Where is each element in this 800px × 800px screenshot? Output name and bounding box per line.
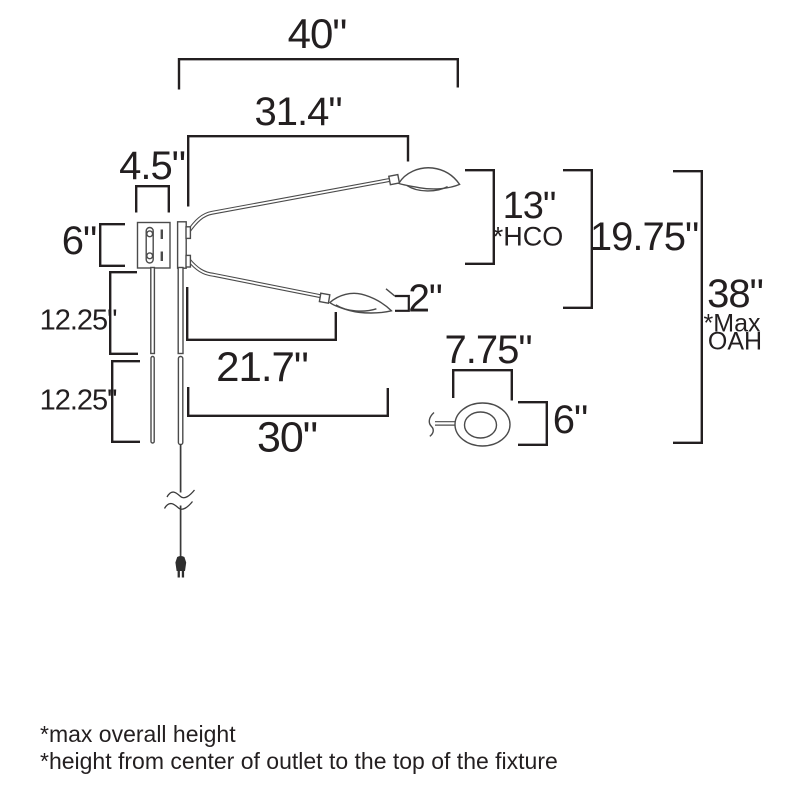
upper-shade bbox=[387, 167, 461, 192]
dim-upper-arm-extension: 31.4" bbox=[254, 90, 342, 134]
dim-height-center-outlet: 13" bbox=[502, 185, 557, 227]
bracket-hco-13 bbox=[465, 169, 495, 265]
dim-overall-width: 40" bbox=[287, 10, 348, 57]
canopy-hook bbox=[428, 411, 435, 437]
down-rod-front bbox=[150, 266, 156, 444]
tick-shade-depth-2 bbox=[395, 294, 410, 312]
bracket-lower-span-30 bbox=[187, 387, 389, 417]
upper-arm bbox=[186, 177, 391, 233]
dim-max-overall-height: 38" bbox=[707, 272, 764, 316]
bracket-overall-width-40 bbox=[177, 58, 459, 90]
canopy-inner-ring bbox=[463, 411, 498, 439]
bracket-rod-upper-12-25 bbox=[109, 271, 138, 355]
dim-lower-arm-span: 30" bbox=[256, 413, 318, 462]
canopy-outer-ring bbox=[454, 402, 511, 447]
footnote-hco: *height from center of outlet to the top… bbox=[40, 748, 558, 774]
pole-sleeve bbox=[176, 221, 192, 269]
canopy-side-view bbox=[428, 402, 511, 447]
arm-knuckle-bottom bbox=[185, 254, 192, 268]
upper-shade-opening bbox=[406, 184, 448, 192]
dim-backplate-height: 6" bbox=[61, 219, 97, 263]
dim-shade-depth: 2" bbox=[408, 277, 443, 321]
upper-shade-connector bbox=[387, 173, 401, 186]
note-oah: OAH bbox=[707, 327, 763, 356]
bracket-upper-arm-31-4 bbox=[187, 135, 410, 207]
screw-top bbox=[146, 230, 154, 238]
lower-arm bbox=[186, 258, 324, 299]
bracket-canopy-height-6 bbox=[518, 401, 548, 446]
lower-shade-opening bbox=[335, 304, 377, 312]
screw-bottom bbox=[146, 252, 154, 260]
dim-lower-arm-extension: 21.7" bbox=[216, 343, 309, 390]
dim-canopy-height: 6" bbox=[552, 398, 588, 442]
lower-shade bbox=[318, 288, 396, 314]
fixture-drawing bbox=[136, 167, 511, 578]
cord-break-squiggle-top bbox=[166, 489, 196, 499]
footnote-max-overall-height: *max overall height bbox=[40, 721, 236, 747]
dim-canopy-width: 7.75" bbox=[444, 328, 532, 372]
dim-backplate-width: 4.5" bbox=[119, 144, 186, 188]
dim-rod-section-upper: 12.25" bbox=[39, 304, 118, 337]
arm-knuckle-top bbox=[185, 226, 192, 240]
dimension-brackets bbox=[99, 58, 703, 446]
bracket-canopy-width-7-75 bbox=[452, 369, 513, 401]
lower-shade-tip bbox=[385, 288, 396, 297]
dim-top-to-lower-shade: 19.75" bbox=[589, 215, 699, 259]
lower-shade-connector bbox=[318, 292, 331, 305]
wall-backplate bbox=[136, 221, 171, 269]
note-hco: *HCO bbox=[492, 221, 564, 252]
main-pole bbox=[177, 266, 184, 446]
dim-rod-section-lower: 12.25" bbox=[39, 384, 118, 417]
bracket-rod-lower-12-25 bbox=[111, 360, 140, 443]
bracket-lower-arm-21-7 bbox=[186, 287, 337, 341]
power-cord bbox=[163, 444, 196, 578]
bracket-backplate-height-6 bbox=[99, 223, 125, 267]
bracket-backplate-width-4-5 bbox=[135, 185, 170, 213]
power-plug-icon bbox=[175, 556, 187, 578]
bracket-max-oah-38 bbox=[673, 170, 703, 444]
note-max: *Max bbox=[703, 309, 761, 338]
bracket-19-75 bbox=[563, 169, 593, 309]
cord-break-squiggle-bottom bbox=[163, 501, 194, 510]
